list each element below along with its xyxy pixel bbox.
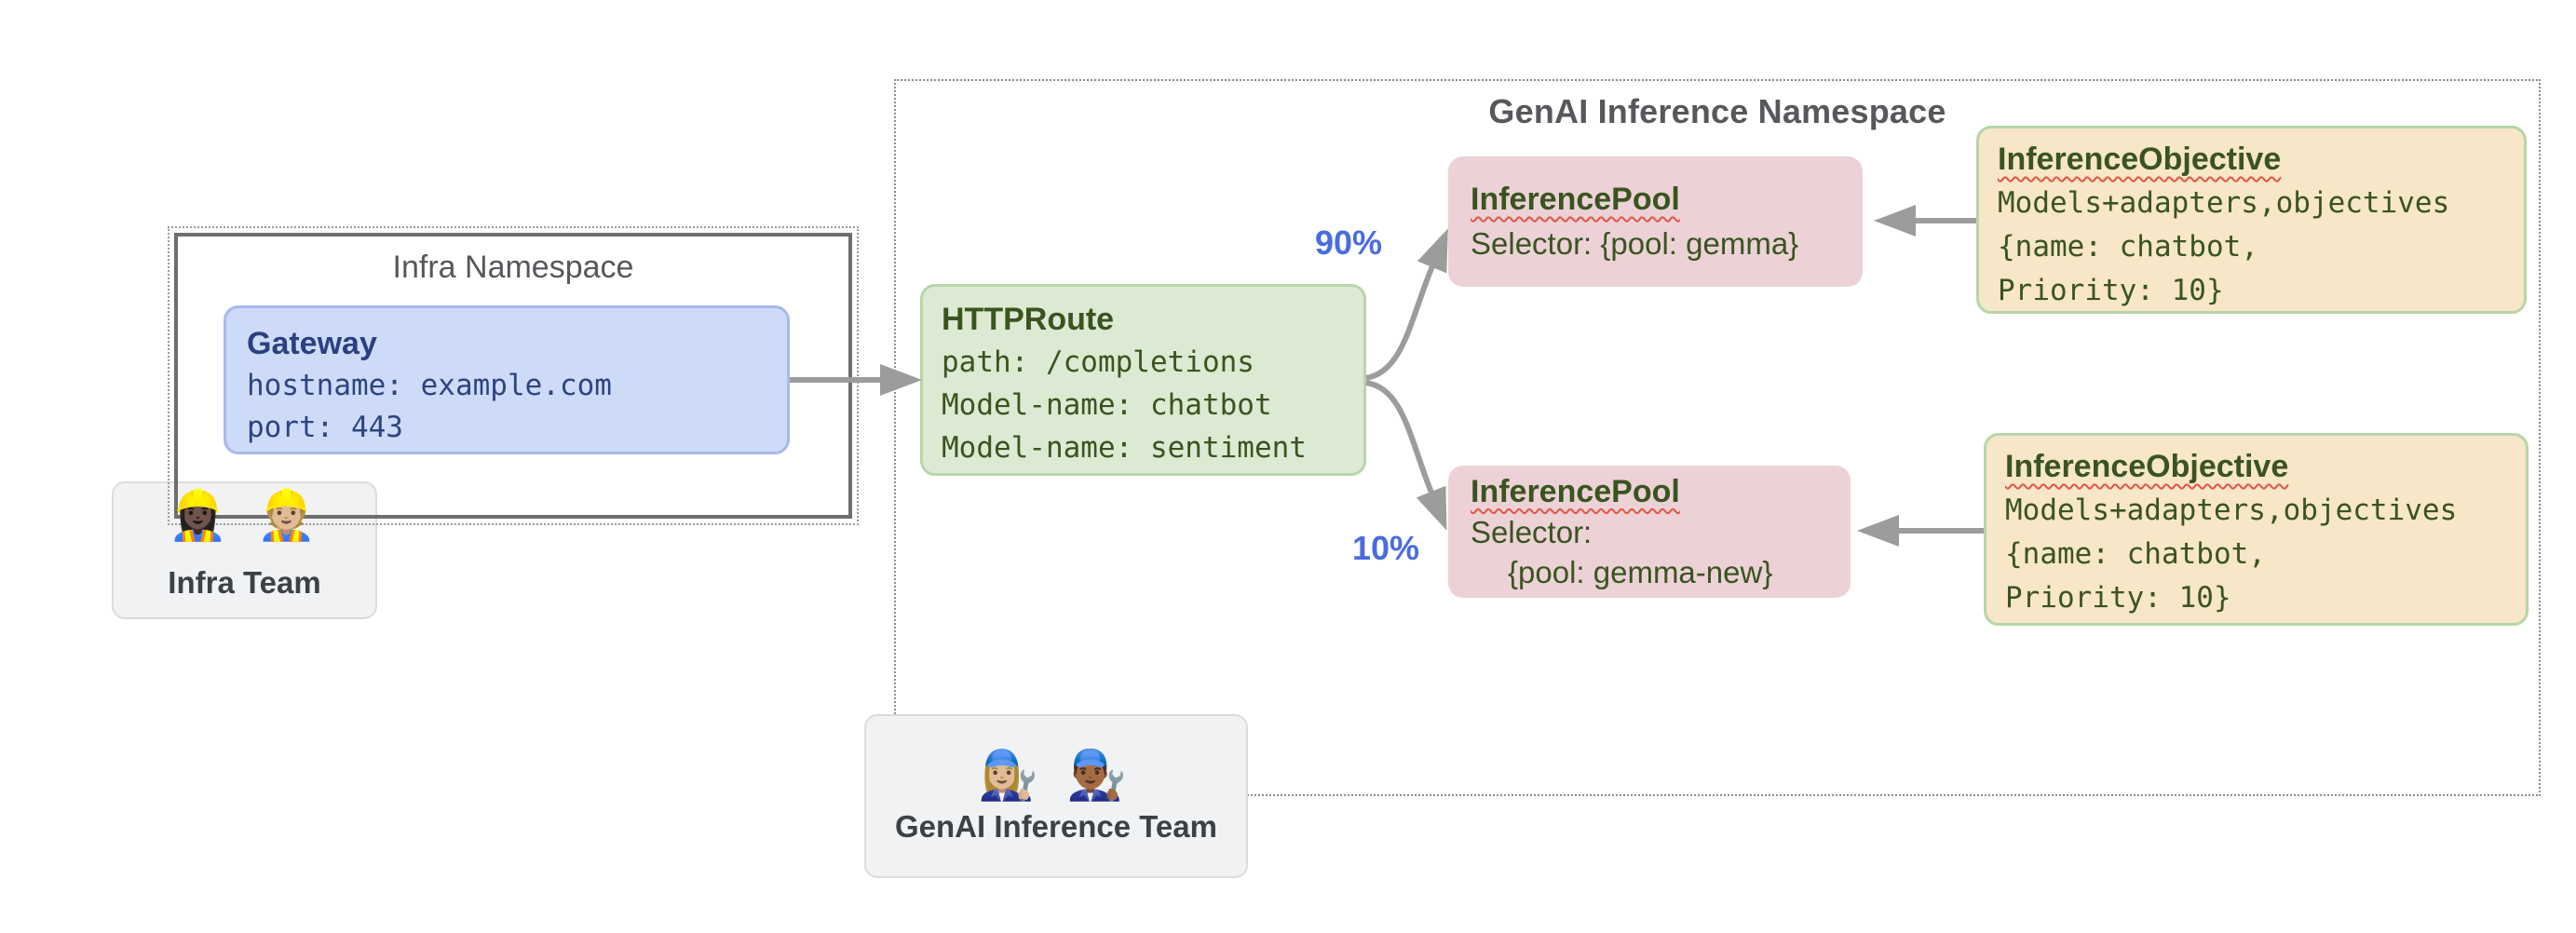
inference-pool-title: InferencePool <box>1471 473 1680 509</box>
gateway-box: Gateway hostname: example.com port: 443 <box>224 305 790 454</box>
inference-objective-title: InferenceObjective <box>2005 449 2289 484</box>
gateway-title: Gateway <box>247 326 377 361</box>
inference-pool-title: InferencePool <box>1471 182 1680 217</box>
gateway-hostname: hostname: example.com <box>247 369 612 402</box>
httproute-model-2: Model-name: sentiment <box>942 431 1307 465</box>
inference-objective-title: InferenceObjective <box>1998 142 2282 177</box>
mechanic-icon: 👩🏼‍🔧 👨🏾‍🔧 <box>978 749 1134 803</box>
genai-team-box: 👩🏼‍🔧 👨🏾‍🔧 GenAI Inference Team <box>864 714 1248 878</box>
inference-pool-selector: Selector: {pool: gemma} <box>1471 226 1799 261</box>
httproute-model-1: Model-name: chatbot <box>942 388 1272 422</box>
infra-team-label: Infra Team <box>168 565 321 600</box>
inference-objective-box-bottom: InferenceObjective Models+adapters,objec… <box>1984 433 2529 626</box>
traffic-weight-10-label: 10% <box>1352 529 1420 567</box>
inference-objective-box-top: InferenceObjective Models+adapters,objec… <box>1976 126 2527 314</box>
httproute-box: HTTPRoute path: /completions Model-name:… <box>920 284 1366 476</box>
inference-pool-gemma-new-box: InferencePool Selector: {pool: gemma-new… <box>1448 466 1851 598</box>
infra-namespace-title: Infra Namespace <box>392 250 634 285</box>
objective-name-line: {name: chatbot, <box>2005 537 2266 571</box>
httproute-path: path: /completions <box>942 345 1254 379</box>
objective-models-line: Models+adapters,objectives <box>2005 494 2458 527</box>
genai-namespace-title: GenAI Inference Namespace <box>1488 92 1946 130</box>
objective-models-line: Models+adapters,objectives <box>1998 186 2450 220</box>
inference-pool-selector-value: {pool: gemma-new} <box>1508 554 1773 589</box>
inference-pool-gemma-box: InferencePool Selector: {pool: gemma} <box>1448 156 1863 287</box>
objective-name-line: {name: chatbot, <box>1998 230 2258 264</box>
httproute-title: HTTPRoute <box>942 302 1115 337</box>
construction-worker-icon: 👷🏿‍♀️ 👷🏼 <box>168 489 324 543</box>
genai-team-label: GenAI Inference Team <box>894 809 1217 844</box>
objective-priority-line: Priority: 10} <box>2005 581 2231 615</box>
infra-namespace-box: Infra Namespace <box>168 226 859 525</box>
infra-team-box: Infra Team <box>112 481 377 619</box>
objective-priority-line: Priority: 10} <box>1998 274 2224 307</box>
traffic-weight-90-label: 90% <box>1315 223 1383 262</box>
inference-pool-selector: Selector: <box>1471 514 1593 549</box>
gateway-port: port: 443 <box>247 411 403 444</box>
genai-namespace-box: GenAI Inference Namespace <box>894 79 2541 796</box>
